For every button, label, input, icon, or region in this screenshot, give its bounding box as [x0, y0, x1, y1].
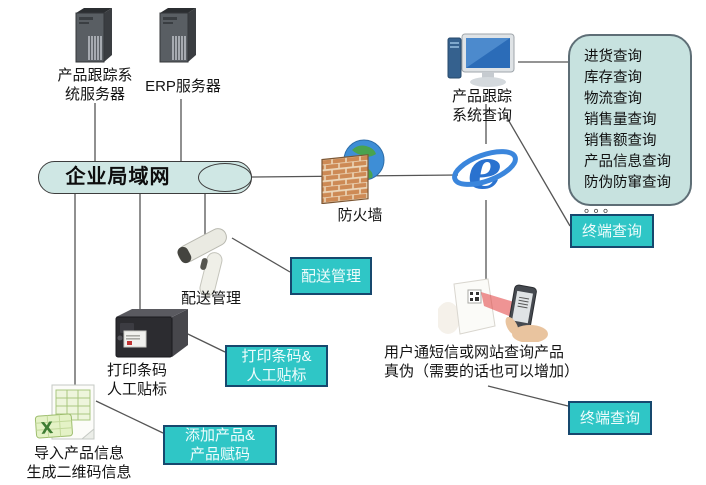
svg-text:X: X: [40, 418, 54, 438]
query-list-item: 防伪防窜查询: [584, 175, 671, 191]
phone-label: 用户通短信或网站查询产品 真伪（需要的话也可以增加）: [384, 343, 624, 381]
firewall-brick-globe-icon: [321, 139, 385, 204]
terminal-query-box-2: 终端查询: [568, 401, 652, 435]
server2-label: ERP服务器: [145, 78, 221, 95]
print-barcode-box-line1: 打印条码&: [241, 348, 312, 365]
query-list-ellipsis: 。。。: [584, 200, 620, 215]
query-list-item: 物流查询: [584, 91, 642, 107]
internet-explorer-icon: e: [452, 140, 518, 201]
query-list-item: 库存查询: [584, 70, 642, 86]
add-product-box-line2: 产品赋码: [189, 446, 250, 463]
printer-label: 打印条码 人工贴标: [88, 361, 186, 399]
pc-query-label-line1: 产品跟踪: [451, 88, 512, 105]
query-list-item: 进货查询: [584, 49, 642, 65]
svg-text:e: e: [468, 140, 502, 201]
pc-query-label: 产品跟踪 系统查询: [434, 87, 530, 125]
server1-label-line1: 产品跟踪系: [57, 67, 133, 84]
excel-spreadsheet-icon: X: [34, 384, 95, 440]
print-barcode-box-line2: 人工贴标: [246, 367, 307, 384]
server-tower-icon: [159, 8, 196, 63]
phone-scanning-qr-icon: [438, 278, 548, 342]
excel-label-line2: 生成二维码信息: [26, 464, 132, 481]
printer-label-line1: 打印条码: [106, 362, 167, 379]
phone-label-line2: 真伪（需要的话也可以增加）: [384, 363, 580, 380]
query-list-item: 销售量查询: [584, 112, 657, 128]
server1-label: 产品跟踪系 统服务器: [36, 66, 154, 104]
terminal-query-box-1: 终端查询: [570, 214, 654, 248]
firewall-label: 防火墙: [337, 207, 383, 224]
scanner-label: 配送管理: [180, 290, 241, 307]
desktop-computer-icon: [447, 33, 515, 87]
printer-label-line2: 人工贴标: [106, 381, 167, 398]
add-product-box: 添加产品& 产品赋码: [163, 425, 277, 465]
query-list-item: 销售额查询: [584, 133, 657, 149]
pc-query-label-line2: 系统查询: [451, 107, 512, 124]
lan-label: 企业局域网: [65, 166, 171, 188]
server1-label-line2: 统服务器: [64, 86, 125, 103]
server-tower-icon: [75, 8, 112, 63]
delivery-management-box: 配送管理: [290, 257, 372, 295]
barcode-scanner-icon: [177, 228, 227, 297]
excel-label-line1: 导入产品信息: [33, 445, 124, 462]
add-product-box-line1: 添加产品&: [184, 427, 255, 444]
print-barcode-box: 打印条码& 人工贴标: [225, 345, 328, 387]
lan-capsule-end-ellipse: [198, 163, 252, 192]
phone-label-line1: 用户通短信或网站查询产品: [384, 344, 565, 361]
query-list-box: 进货查询 库存查询 物流查询 销售量查询 销售额查询 产品信息查询 防伪防窜查询…: [568, 34, 692, 215]
query-list-item: 产品信息查询: [584, 154, 671, 170]
label-printer-icon: [115, 309, 188, 358]
excel-label: 导入产品信息 生成二维码信息: [0, 444, 158, 482]
